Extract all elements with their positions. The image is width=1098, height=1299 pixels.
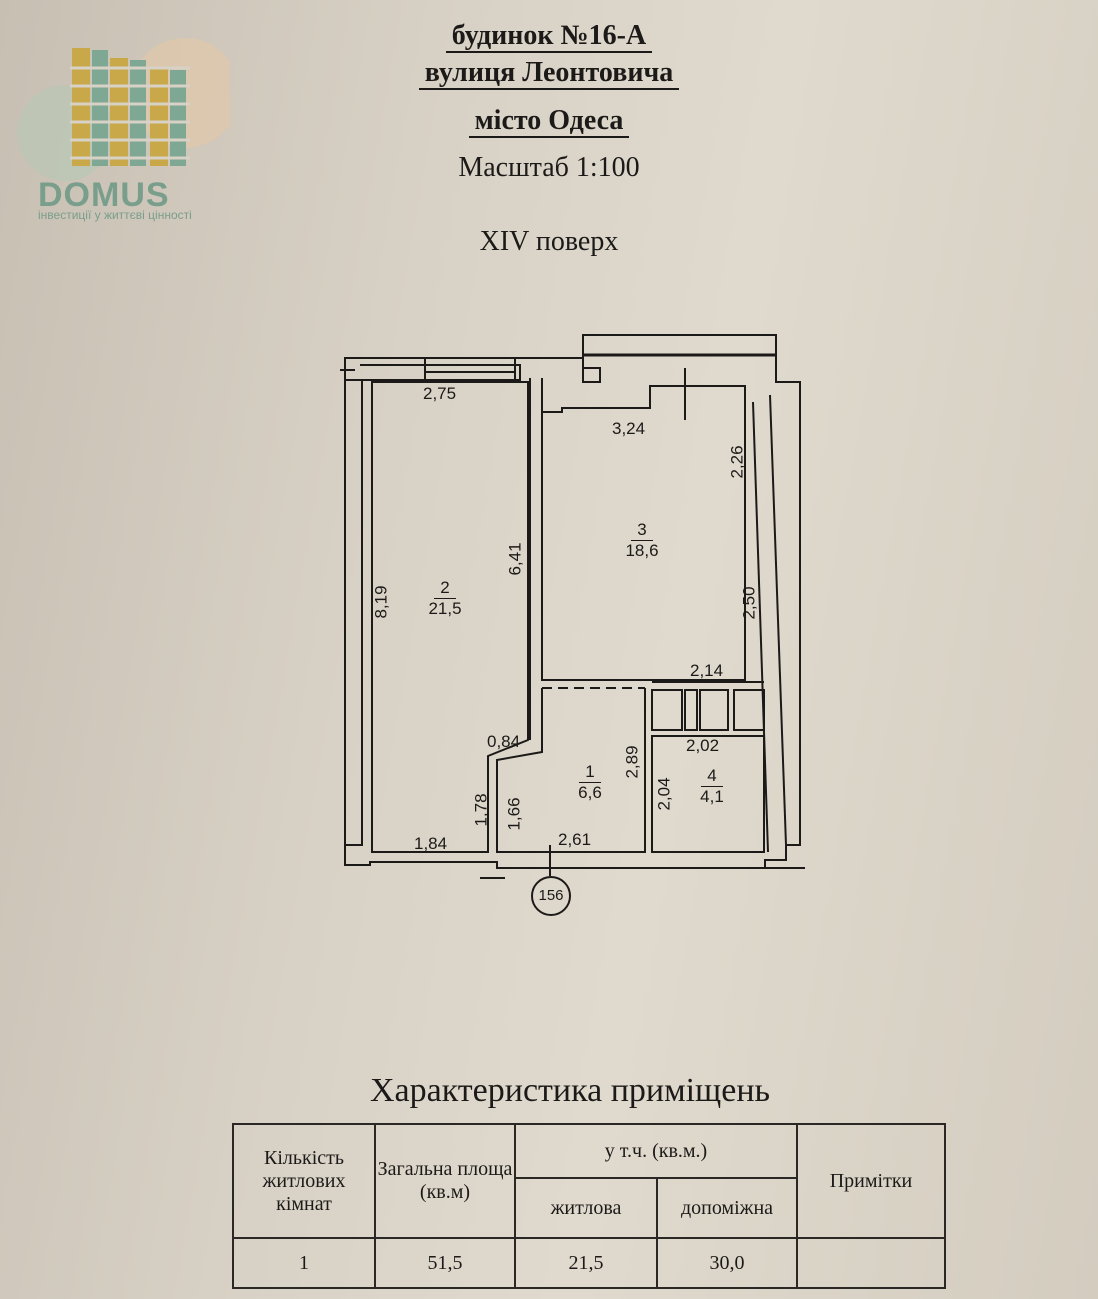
dim-room4-top: 2,02 <box>686 736 720 755</box>
header-incl: у т.ч. (кв.м.) <box>514 1123 798 1179</box>
header-living: житлова <box>514 1177 658 1239</box>
street-title: вулиця Леонтовича <box>0 57 1098 90</box>
dim-room2-lower-right: 1,78 <box>471 793 491 827</box>
table-title: Характеристика приміщень <box>370 1072 771 1109</box>
dim-room3-top: 3,24 <box>612 419 646 438</box>
floor-label: XIV поверх <box>479 226 619 257</box>
cell-living: 21,5 <box>514 1237 658 1289</box>
dim-room3-bottom: 2,14 <box>690 661 724 680</box>
dim-room2-notch: 0,84 <box>487 732 521 751</box>
logo-buildings-icon <box>17 38 230 181</box>
dim-room2-top: 2,75 <box>423 384 457 403</box>
dim-room3-right-lower: 2,50 <box>739 586 759 620</box>
building-title: будинок №16-А <box>0 20 1098 53</box>
cell-total: 51,5 <box>374 1237 516 1289</box>
cell-notes <box>796 1237 946 1289</box>
header-notes: Примітки <box>796 1123 946 1239</box>
dim-room1-right: 2,89 <box>622 745 642 779</box>
header-rooms: Кількість житлових кімнат <box>232 1123 376 1239</box>
dim-room1-bottom: 2,61 <box>558 830 592 849</box>
city-title: місто Одеса <box>0 105 1098 138</box>
header-aux: допоміжна <box>656 1177 798 1239</box>
axis-marker: 156 <box>531 876 571 916</box>
logo-tagline: інвестиції у життєві цінності <box>38 208 192 222</box>
cell-rooms: 1 <box>232 1237 376 1289</box>
table-row: 1 51,5 21,5 30,0 <box>232 1237 946 1289</box>
characteristics-table: Кількість житлових кімнат Загальна площа… <box>232 1123 946 1289</box>
dim-room4-left: 2,04 <box>654 777 674 811</box>
dim-room2-right: 6,41 <box>505 542 525 576</box>
scale-label: Масштаб 1:100 <box>458 152 640 183</box>
cell-aux: 30,0 <box>656 1237 798 1289</box>
logo-brand: DOMUS <box>38 176 170 214</box>
dim-room2-bottom: 1,84 <box>414 834 448 853</box>
dim-room2-left: 8,19 <box>371 585 391 619</box>
dim-room1-left: 1,66 <box>504 797 524 831</box>
header-total: Загальна площа (кв.м) <box>374 1123 516 1239</box>
dim-room3-right-upper: 2,26 <box>727 445 747 479</box>
